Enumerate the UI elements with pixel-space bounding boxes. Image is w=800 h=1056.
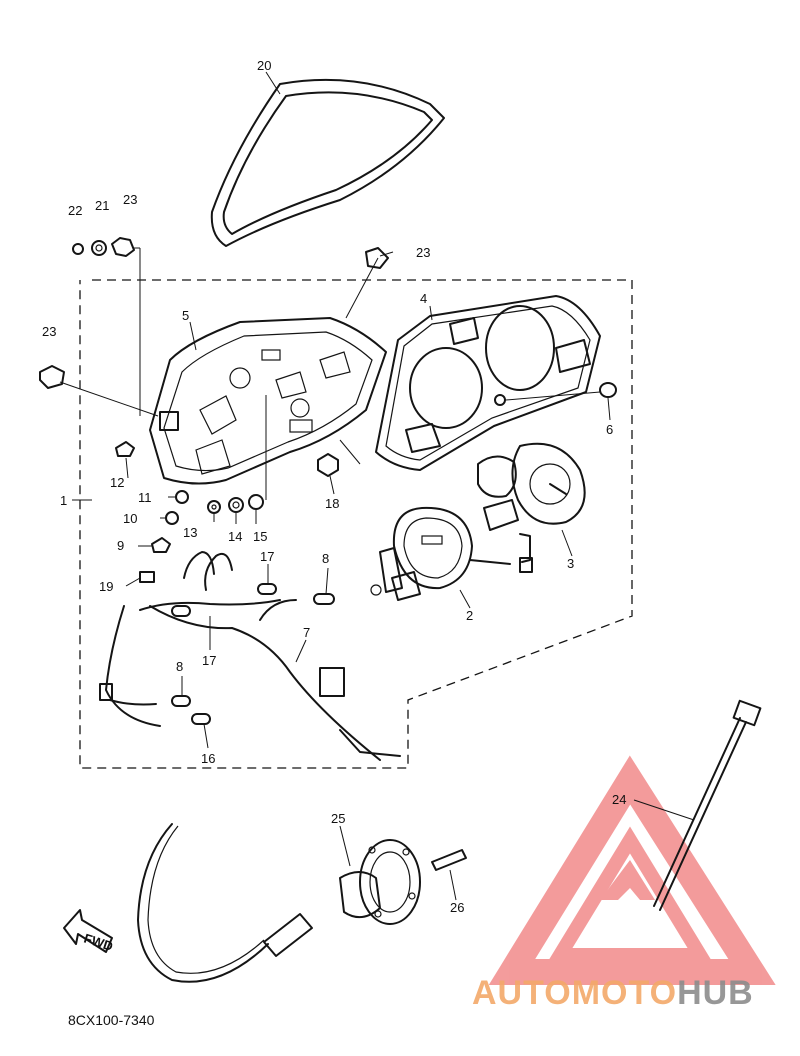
label-23-left: 23 bbox=[42, 324, 56, 339]
label-4: 4 bbox=[420, 291, 427, 306]
label-21: 21 bbox=[95, 198, 109, 213]
label-26: 26 bbox=[450, 900, 464, 915]
label-18: 18 bbox=[325, 496, 339, 511]
assembly-outline bbox=[79, 279, 633, 769]
label-7: 7 bbox=[303, 625, 310, 640]
bulb-part-8-lower bbox=[171, 695, 191, 707]
label-13: 13 bbox=[183, 525, 197, 540]
label-1: 1 bbox=[60, 493, 67, 508]
leader-lines bbox=[72, 71, 695, 901]
watermark-text-light: AUTOMOTO bbox=[472, 974, 677, 1012]
label-19: 19 bbox=[99, 579, 113, 594]
meter-cover-part-4 bbox=[375, 295, 601, 471]
socket-part-19 bbox=[139, 571, 155, 583]
label-16: 16 bbox=[201, 751, 215, 766]
label-3: 3 bbox=[567, 556, 574, 571]
drive-gear-part-25 bbox=[339, 839, 421, 925]
label-14: 14 bbox=[228, 529, 242, 544]
pin-part-26 bbox=[431, 849, 467, 871]
washer-part-21 bbox=[91, 240, 107, 256]
fwd-label: FWD bbox=[82, 931, 115, 954]
grommet-part-23-top bbox=[111, 237, 135, 257]
visor-seal-part-20 bbox=[210, 78, 445, 247]
label-5: 5 bbox=[182, 308, 189, 323]
grommet-part-15 bbox=[248, 494, 264, 510]
drawing-code: 8CX100-7340 bbox=[68, 1012, 155, 1028]
speedometer-cable-part-24 bbox=[137, 699, 762, 983]
label-8-upper: 8 bbox=[322, 551, 329, 566]
label-17-lower: 17 bbox=[202, 653, 216, 668]
screw-part-12 bbox=[115, 441, 135, 457]
screw-icon bbox=[494, 394, 506, 406]
tachometer-part-3 bbox=[477, 442, 586, 573]
bulb-part-8-upper bbox=[313, 593, 335, 605]
speedometer-part-2 bbox=[370, 506, 511, 601]
meter-case-part-5 bbox=[149, 317, 387, 485]
connector-icon bbox=[319, 667, 345, 697]
label-2: 2 bbox=[466, 608, 473, 623]
label-8-lower: 8 bbox=[176, 659, 183, 674]
bulb-part-16 bbox=[191, 713, 211, 725]
bulb-part-17-upper bbox=[257, 583, 277, 595]
label-6: 6 bbox=[606, 422, 613, 437]
watermark-triangle-icon bbox=[488, 755, 776, 985]
label-15: 15 bbox=[253, 529, 267, 544]
svg-text:AUTOMOTOHUB: AUTOMOTOHUB bbox=[472, 974, 754, 1012]
nut-part-18 bbox=[317, 453, 339, 477]
grommet-part-23-right bbox=[365, 247, 389, 269]
washer-part-13 bbox=[207, 500, 221, 514]
nut-part-11 bbox=[175, 490, 189, 504]
watermark-logo: AUTOMOTOHUB bbox=[472, 755, 776, 1012]
nut-part-10 bbox=[165, 511, 179, 525]
grommet-part-23-left bbox=[39, 365, 65, 389]
nut-part-22 bbox=[72, 243, 84, 255]
wire-harness-part-7 bbox=[99, 551, 401, 761]
label-22: 22 bbox=[68, 203, 82, 218]
part-labels: 20 22 21 23 23 23 5 4 6 1 12 11 10 13 14… bbox=[42, 58, 626, 915]
label-23-right: 23 bbox=[416, 245, 430, 260]
cap-part-6 bbox=[505, 382, 617, 401]
label-12: 12 bbox=[110, 475, 124, 490]
label-11: 11 bbox=[138, 490, 152, 505]
label-23-top: 23 bbox=[123, 192, 137, 207]
label-9: 9 bbox=[117, 538, 124, 553]
label-20: 20 bbox=[257, 58, 271, 73]
label-10: 10 bbox=[123, 511, 137, 526]
watermark-text-dark: HUB bbox=[677, 974, 754, 1012]
label-25: 25 bbox=[331, 811, 345, 826]
label-17-upper: 17 bbox=[260, 549, 274, 564]
washer-part-14 bbox=[228, 497, 244, 513]
forward-direction-arrow-icon: FWD bbox=[63, 909, 115, 954]
bulb-part-17-socket bbox=[171, 605, 191, 617]
screw-part-9 bbox=[151, 537, 171, 553]
label-24: 24 bbox=[612, 792, 626, 807]
